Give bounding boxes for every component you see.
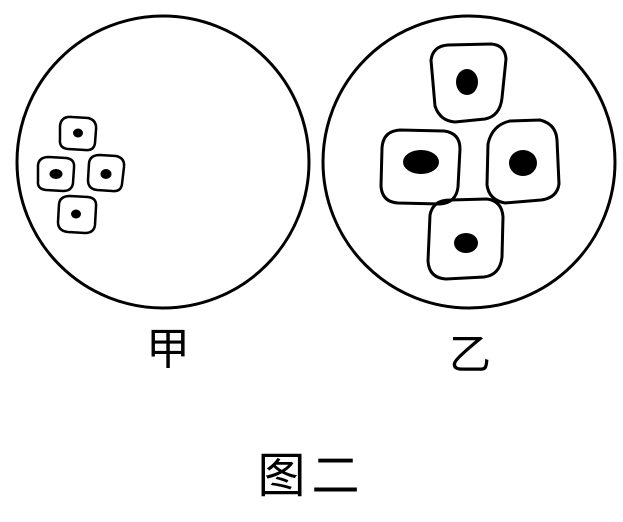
nucleus [456,69,478,95]
nucleus [71,210,81,219]
cell-jia-bottom [58,196,96,233]
cell-jia-top [60,117,96,150]
nucleus [101,169,112,179]
figure-caption: 图二 [0,452,623,500]
cell-jia-right [88,155,124,191]
field-of-view-circle-jia [17,16,309,308]
panel-label-yi: 乙 [449,334,491,376]
nucleus [403,150,439,174]
panel-label-jia: 甲 [146,328,190,372]
nucleus [73,129,83,138]
cell-yi-left [381,130,460,204]
microscope-view-yi [323,16,615,308]
nucleus [50,169,63,179]
cell-yi-right [487,120,559,203]
microscope-view-jia [17,16,309,308]
cell-yi-bottom [428,199,503,279]
cell-jia-left [38,157,74,191]
nucleus [509,150,537,176]
nucleus [454,233,478,253]
cell-yi-top [431,44,506,122]
field-of-view-circle-yi [323,16,615,308]
